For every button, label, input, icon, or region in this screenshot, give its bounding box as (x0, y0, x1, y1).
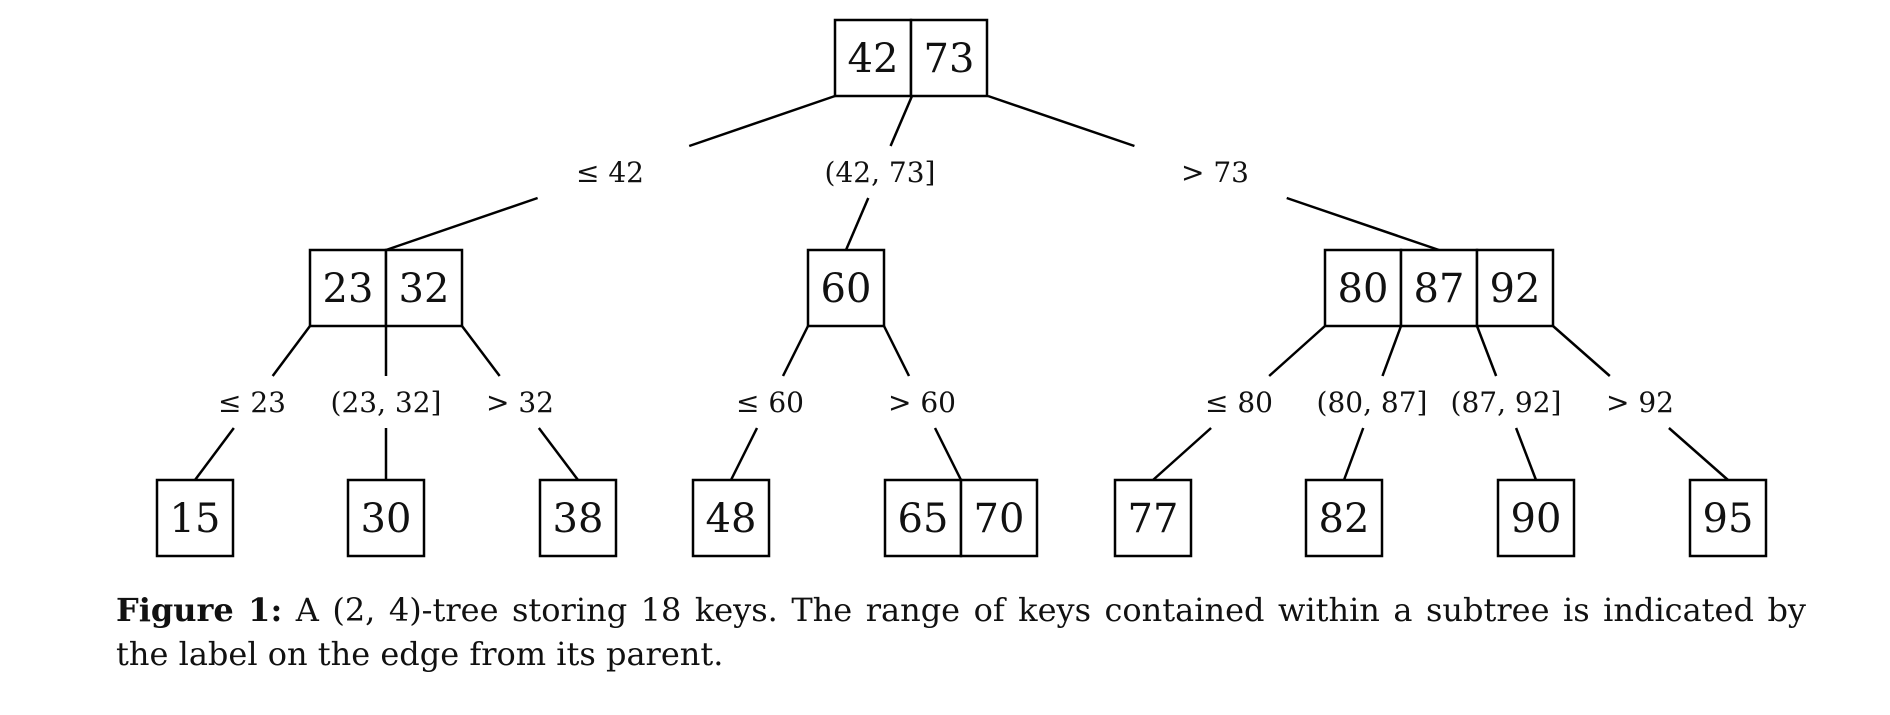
key-value: 60 (821, 266, 872, 312)
key-value: 92 (1490, 266, 1541, 312)
key-value: 82 (1319, 496, 1370, 542)
tree-node: 15 (155, 478, 235, 558)
tree-edge: ≤ 80 (1152, 325, 1326, 481)
tree-node: 65 70 (883, 478, 1039, 558)
edge-range-label: ≤ 23 (218, 386, 286, 419)
tree-diagram: ≤ 42 (42, 73] > 73 ≤ 23 (23, 32] > 32 ≤ 60 > 60… (155, 18, 1768, 558)
key-value: 90 (1511, 496, 1562, 542)
tree-edge: > 32 (461, 325, 579, 481)
key-value: 23 (323, 266, 374, 312)
edge-segment-lower (1286, 196, 1440, 252)
tree-node: 30 (346, 478, 426, 558)
tree-node: 23 32 (308, 248, 464, 328)
tree-node: 38 (538, 478, 618, 558)
tree-node: 80 87 92 (1323, 248, 1555, 328)
key-cell (346, 478, 426, 558)
tree-edge: ≤ 42 (385, 94, 836, 252)
figure-label: Figure 1: (116, 591, 283, 629)
tree-edge: ≤ 23 (193, 325, 312, 481)
edge-range-label: > 92 (1606, 386, 1674, 419)
key-cell (1323, 248, 1403, 328)
edge-segment-lower (1342, 427, 1365, 481)
edge-segment-upper (688, 94, 836, 148)
edge-range-label: ≤ 80 (1205, 386, 1273, 419)
key-cell (155, 478, 235, 558)
tree-node: 48 (691, 478, 771, 558)
edge-segment-upper (1552, 325, 1611, 377)
tree-node: 90 (1496, 478, 1576, 558)
key-cell (308, 248, 388, 328)
key-value: 42 (848, 36, 899, 82)
figure-caption: Figure 1: A (2, 4)-tree storing 18 keys.… (116, 588, 1806, 676)
tree-edge: > 92 (1552, 325, 1729, 481)
edge-segment-lower (933, 427, 963, 481)
edge-range-label: > 32 (486, 386, 554, 419)
key-value: 48 (706, 496, 757, 542)
key-value: 87 (1414, 266, 1465, 312)
tree-node: 42 73 (833, 18, 989, 98)
edge-segment-upper (781, 325, 810, 377)
key-cell (1304, 478, 1384, 558)
edge-segment-upper (889, 95, 914, 147)
edge-segment-lower (1152, 427, 1212, 481)
tree-edge: > 60 (882, 325, 963, 481)
tree-node: 82 (1304, 478, 1384, 558)
edge-range-label: (80, 87] (1317, 386, 1428, 419)
key-value: 77 (1128, 496, 1179, 542)
edge-segment-upper (1268, 325, 1326, 377)
key-cell (959, 478, 1039, 558)
tree-node: 60 (806, 248, 886, 328)
edge-segment-lower (844, 197, 870, 251)
key-cell (691, 478, 771, 558)
key-value: 30 (361, 496, 412, 542)
edge-segment-upper (882, 325, 911, 377)
key-value: 95 (1703, 496, 1754, 542)
edge-range-label: ≤ 42 (576, 156, 644, 189)
edge-segment-upper (1475, 325, 1498, 377)
key-cell (1496, 478, 1576, 558)
edge-range-label: > 73 (1181, 156, 1249, 189)
tree-edge: (80, 87] (1317, 325, 1428, 481)
figure-caption-text: A (2, 4)-tree storing 18 keys. The range… (116, 591, 1807, 673)
tree-edge: (87, 92] (1451, 325, 1562, 481)
edge-segment-upper (987, 94, 1135, 148)
key-cell (1399, 248, 1479, 328)
edge-segment-lower (537, 427, 579, 481)
key-cell (806, 248, 886, 328)
tree-edge: ≤ 60 (729, 325, 810, 481)
tree-node: 95 (1688, 478, 1768, 558)
key-value: 32 (399, 266, 450, 312)
tree-edge: > 73 (987, 94, 1440, 252)
key-cell (909, 18, 989, 98)
edge-segment-upper (271, 325, 312, 377)
key-cell (1113, 478, 1193, 558)
edge-segment-lower (385, 196, 539, 252)
key-cell (538, 478, 618, 558)
key-value: 15 (170, 496, 221, 542)
tree-node: 77 (1113, 478, 1193, 558)
edge-range-label: (87, 92] (1451, 386, 1562, 419)
key-value: 73 (924, 36, 975, 82)
edge-range-label: (23, 32] (331, 386, 442, 419)
edge-range-label: > 60 (888, 386, 956, 419)
edge-range-label: ≤ 60 (736, 386, 804, 419)
edge-segment-upper (461, 325, 501, 377)
key-value: 65 (898, 496, 949, 542)
edge-segment-upper (1381, 325, 1403, 377)
edge-range-label: (42, 73] (825, 156, 936, 189)
edge-segment-lower (729, 427, 759, 481)
key-value: 38 (553, 496, 604, 542)
edge-segment-lower (1514, 427, 1538, 481)
key-cell (1475, 248, 1555, 328)
key-cell (1688, 478, 1768, 558)
edge-segment-lower (1668, 427, 1729, 481)
tree-edge: (23, 32] (331, 326, 442, 480)
key-value: 70 (974, 496, 1025, 542)
edge-segment-lower (193, 427, 235, 481)
tree-edge: (42, 73] (825, 95, 936, 251)
key-cell (384, 248, 464, 328)
key-value: 80 (1338, 266, 1389, 312)
